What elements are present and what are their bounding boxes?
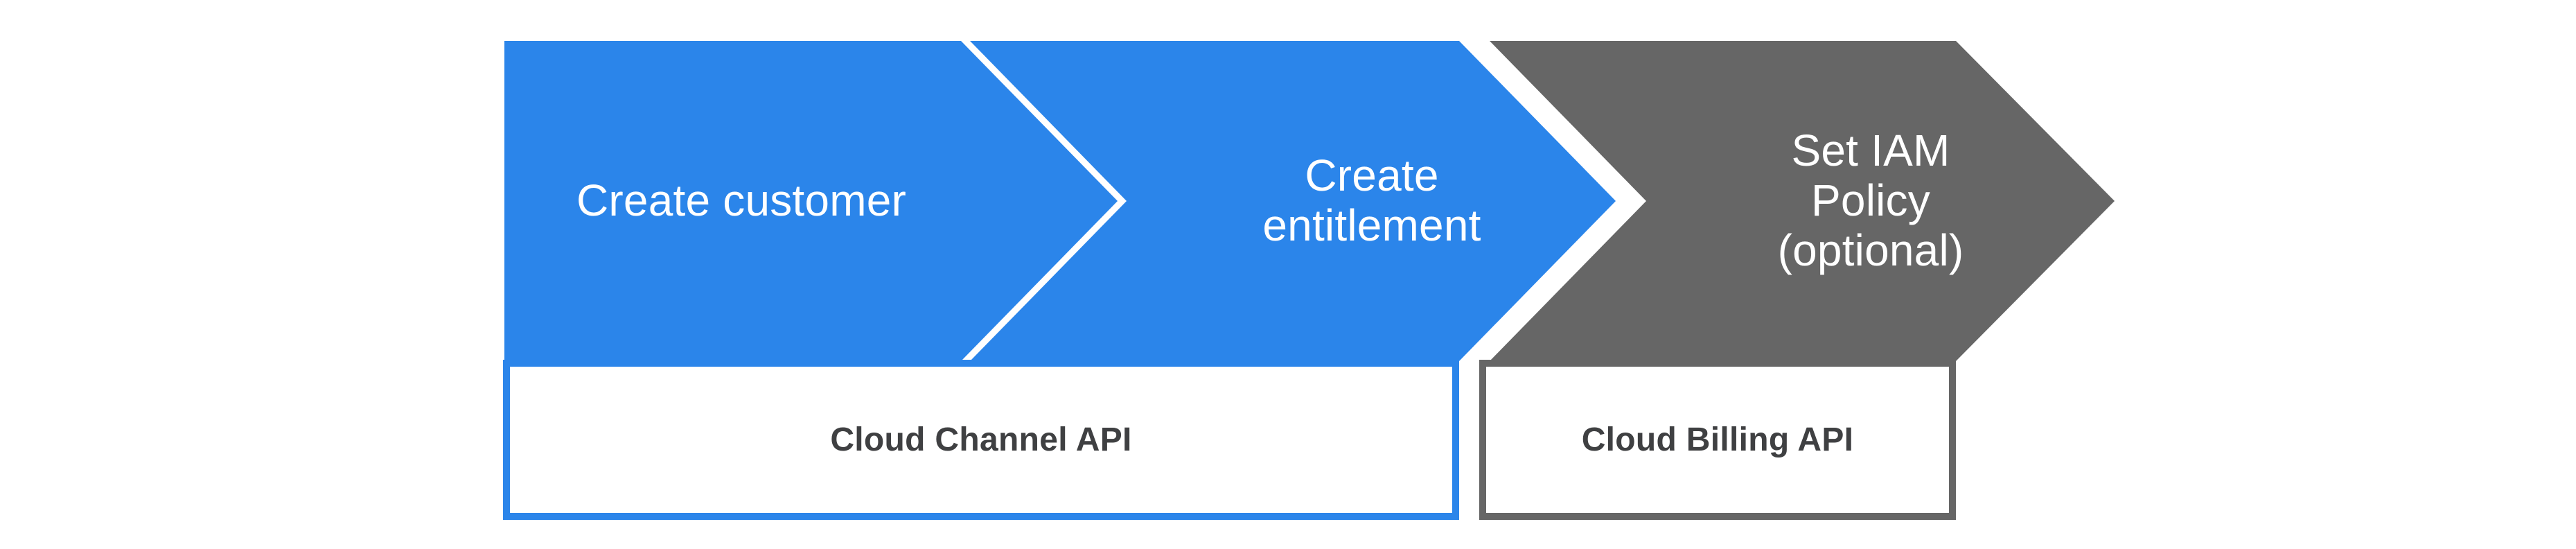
chevron-set-iam-policy[interactable] [1490, 41, 2115, 361]
chevron-create-customer[interactable] [504, 41, 1118, 361]
box-cloud-billing-api[interactable] [1479, 360, 1956, 520]
box-cloud-channel-api[interactable] [503, 360, 1459, 520]
chevron-create-entitlement[interactable] [970, 41, 1616, 361]
